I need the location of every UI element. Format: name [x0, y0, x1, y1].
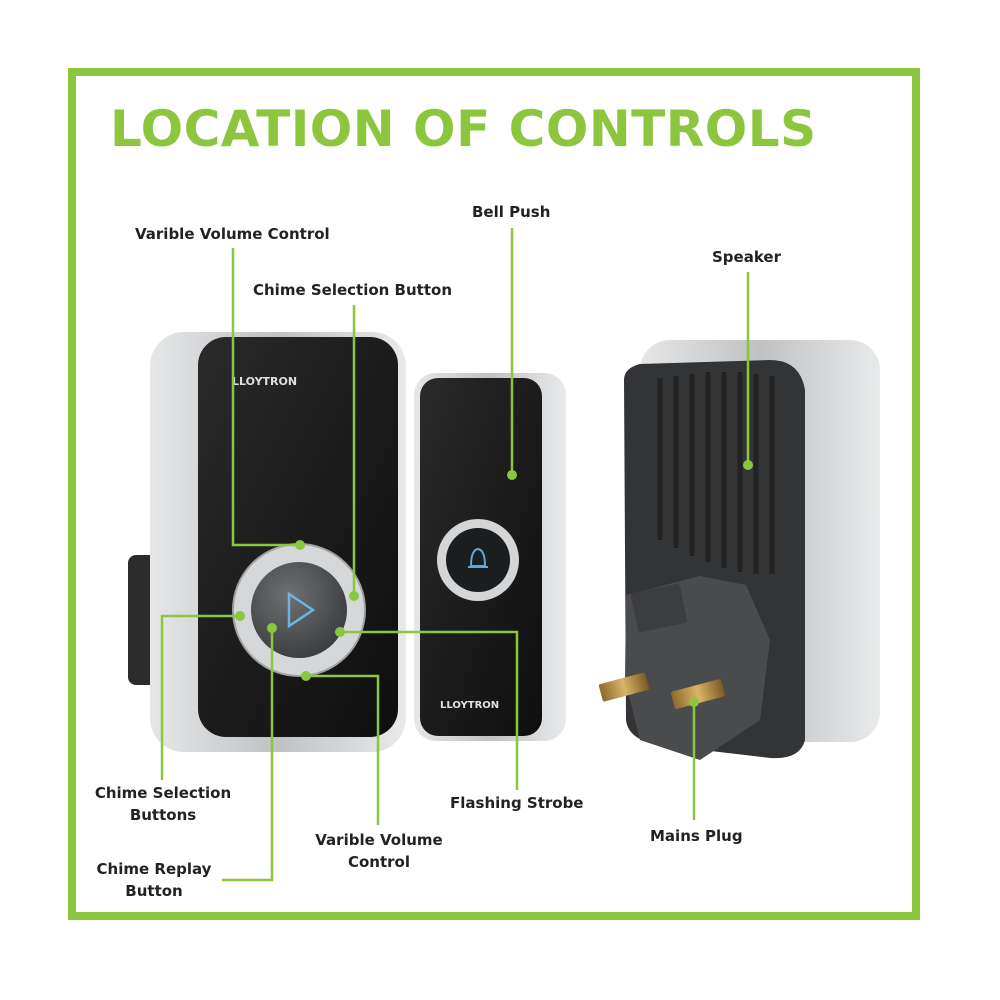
- label-flashing-strobe: Flashing Strobe: [450, 794, 584, 812]
- label-chime-selection-buttons: Chime Selection Buttons: [90, 782, 236, 826]
- label-speaker: Speaker: [712, 248, 781, 266]
- label-variable-volume-bottom-line2: Control: [347, 853, 410, 871]
- label-chime-replay-button: Chime Replay Button: [90, 858, 218, 902]
- chime-replay-button: [251, 562, 347, 658]
- label-chime-replay-line1: Chime Replay: [96, 860, 212, 878]
- play-icon: [287, 591, 316, 629]
- chime-brand-logo: LLOYTRON: [232, 375, 297, 388]
- plug-pin-icon: [671, 679, 725, 709]
- label-chime-selection-buttons-line2: Buttons: [129, 806, 197, 824]
- label-chime-selection-buttons-line1: Chime Selection: [94, 784, 232, 802]
- label-chime-selection-button: Chime Selection Button: [253, 281, 452, 299]
- label-mains-plug: Mains Plug: [650, 827, 743, 845]
- callout-lines: [160, 228, 753, 882]
- label-variable-volume-bottom: Varible Volume Control: [312, 829, 446, 873]
- label-variable-volume-top: Varible Volume Control: [135, 225, 330, 243]
- plug-pin-icon: [598, 672, 650, 702]
- chime-unit: LLOYTRON: [128, 332, 406, 752]
- plug-earth-pin: [630, 583, 688, 633]
- bell-push-brand-logo: LLOYTRON: [440, 700, 499, 711]
- label-bell-push: Bell Push: [472, 203, 551, 221]
- label-variable-volume-bottom-line1: Varible Volume: [315, 831, 443, 849]
- speaker-unit: [598, 340, 880, 760]
- bell-icon: [468, 547, 488, 568]
- bell-push-unit: LLOYTRON: [414, 373, 566, 741]
- bell-push-button: [446, 528, 510, 592]
- label-chime-replay-line2: Button: [125, 882, 183, 900]
- page-title: LOCATION OF CONTROLS: [110, 100, 817, 158]
- speaker-grille-icon: [657, 372, 775, 574]
